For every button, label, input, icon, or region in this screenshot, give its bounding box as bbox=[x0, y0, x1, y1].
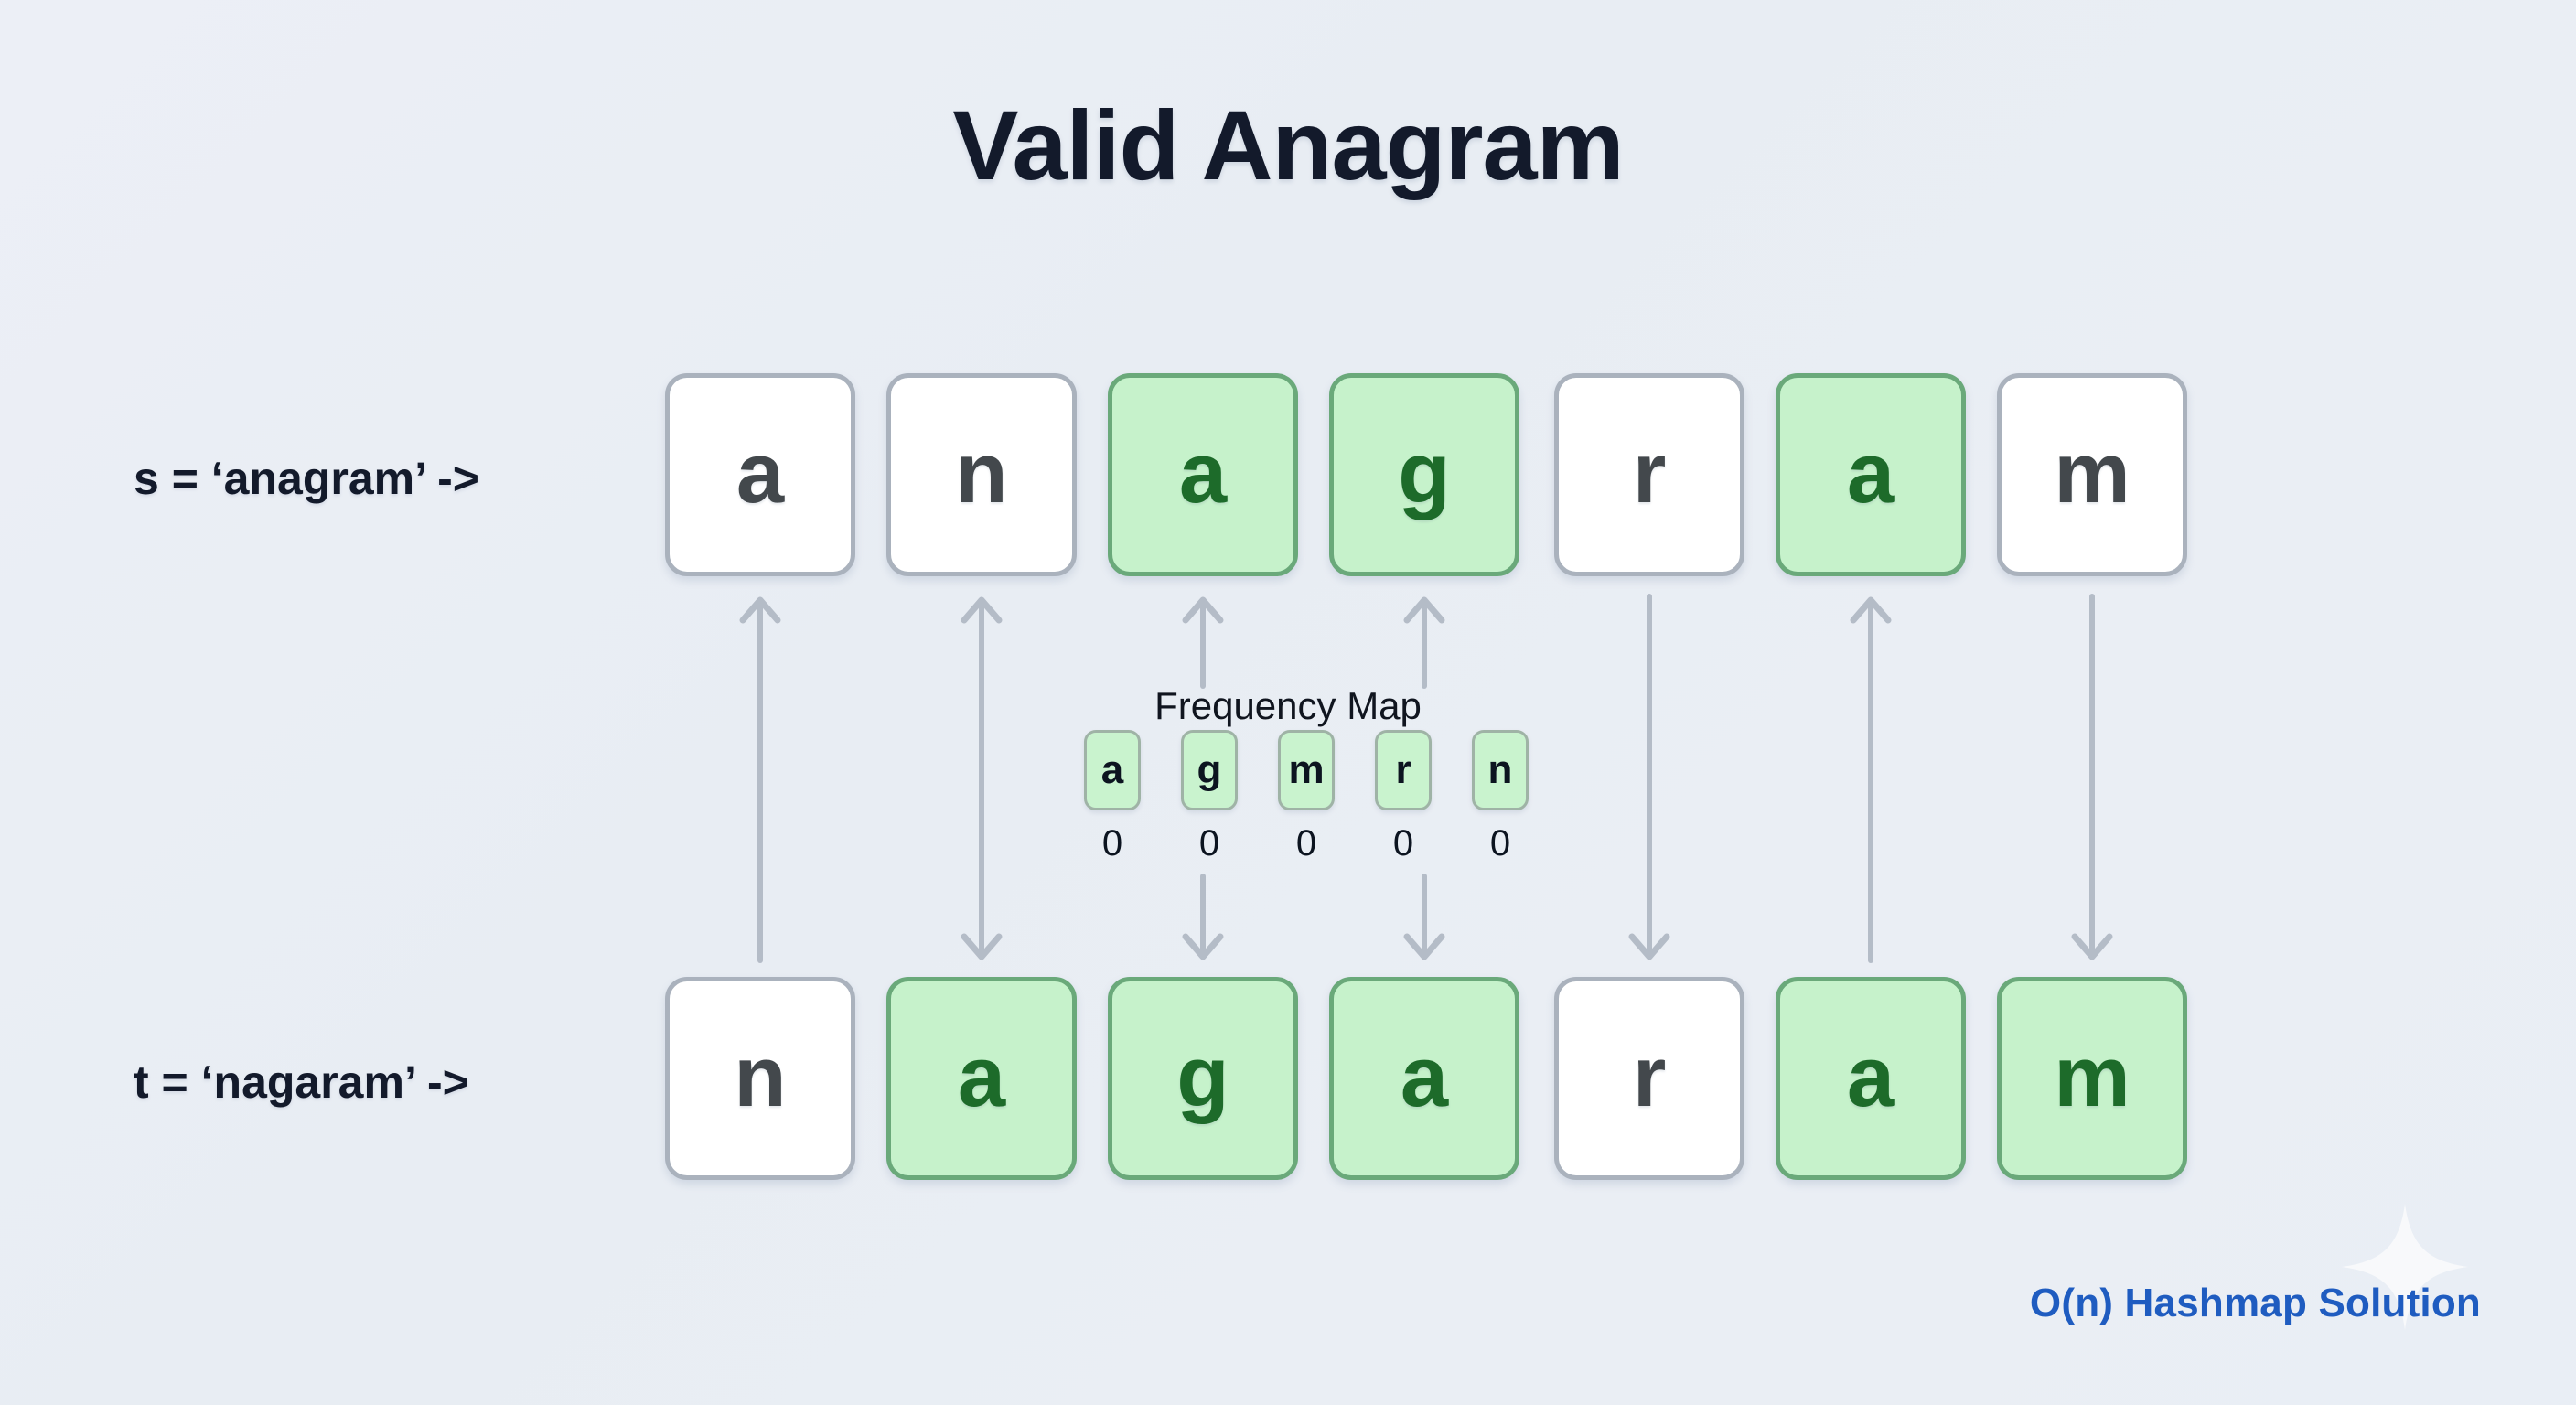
letter-cell-t-3: g bbox=[1108, 977, 1298, 1180]
row-label-s: s = ‘anagram’ -> bbox=[134, 453, 479, 504]
mapping-arrow-down bbox=[1175, 874, 1230, 960]
letter-glyph: a bbox=[735, 424, 785, 520]
mapping-arrow-up bbox=[733, 596, 788, 963]
freq-key: n bbox=[1472, 730, 1529, 810]
letter-cell-t-5: r bbox=[1554, 977, 1744, 1180]
letter-cell-t-6: a bbox=[1776, 977, 1966, 1180]
page-title: Valid Anagram bbox=[952, 90, 1624, 200]
letter-glyph: m bbox=[2054, 1028, 2131, 1124]
mapping-arrow-down bbox=[1397, 874, 1452, 960]
letter-glyph: a bbox=[957, 1028, 1006, 1124]
footer-note: O(n) Hashmap Solution bbox=[2029, 1281, 2481, 1325]
freq-key: g bbox=[1181, 730, 1238, 810]
mapping-arrow-both bbox=[954, 596, 1009, 960]
letter-cell-s-7: m bbox=[1997, 373, 2187, 576]
letter-cell-s-2: n bbox=[886, 373, 1077, 576]
letter-glyph: n bbox=[734, 1028, 787, 1124]
freq-count: 0 bbox=[1198, 823, 1220, 863]
letter-cell-t-1: n bbox=[665, 977, 855, 1180]
letter-glyph: n bbox=[955, 424, 1008, 520]
letter-glyph: g bbox=[1398, 424, 1451, 520]
freq-key: a bbox=[1084, 730, 1141, 810]
letter-cell-s-4: g bbox=[1329, 373, 1519, 576]
mapping-arrow-up bbox=[1397, 596, 1452, 689]
mapping-arrow-up bbox=[1843, 596, 1898, 963]
letter-cell-s-6: a bbox=[1776, 373, 1966, 576]
freq-key: r bbox=[1375, 730, 1432, 810]
letter-glyph: r bbox=[1632, 1028, 1667, 1124]
letter-glyph: a bbox=[1846, 424, 1895, 520]
freq-count: 0 bbox=[1392, 823, 1414, 863]
freq-count: 0 bbox=[1489, 823, 1511, 863]
mapping-arrow-down bbox=[1622, 594, 1677, 960]
letter-cell-t-2: a bbox=[886, 977, 1077, 1180]
letter-glyph: g bbox=[1176, 1028, 1229, 1124]
letter-glyph: a bbox=[1178, 424, 1228, 520]
freq-key: m bbox=[1278, 730, 1335, 810]
letter-cell-t-7: m bbox=[1997, 977, 2187, 1180]
frequency-map-title: Frequency Map bbox=[1154, 684, 1422, 727]
letter-cell-s-1: a bbox=[665, 373, 855, 576]
letter-glyph: r bbox=[1632, 424, 1667, 520]
freq-count: 0 bbox=[1101, 823, 1123, 863]
letter-cell-t-4: a bbox=[1329, 977, 1519, 1180]
freq-count: 0 bbox=[1295, 823, 1317, 863]
letter-glyph: a bbox=[1846, 1028, 1895, 1124]
mapping-arrow-down bbox=[2065, 594, 2120, 960]
letter-cell-s-5: r bbox=[1554, 373, 1744, 576]
letter-glyph: a bbox=[1400, 1028, 1449, 1124]
letter-cell-s-3: a bbox=[1108, 373, 1298, 576]
row-label-t: t = ‘nagaram’ -> bbox=[134, 1056, 469, 1108]
letter-glyph: m bbox=[2054, 424, 2131, 520]
mapping-arrow-up bbox=[1175, 596, 1230, 689]
